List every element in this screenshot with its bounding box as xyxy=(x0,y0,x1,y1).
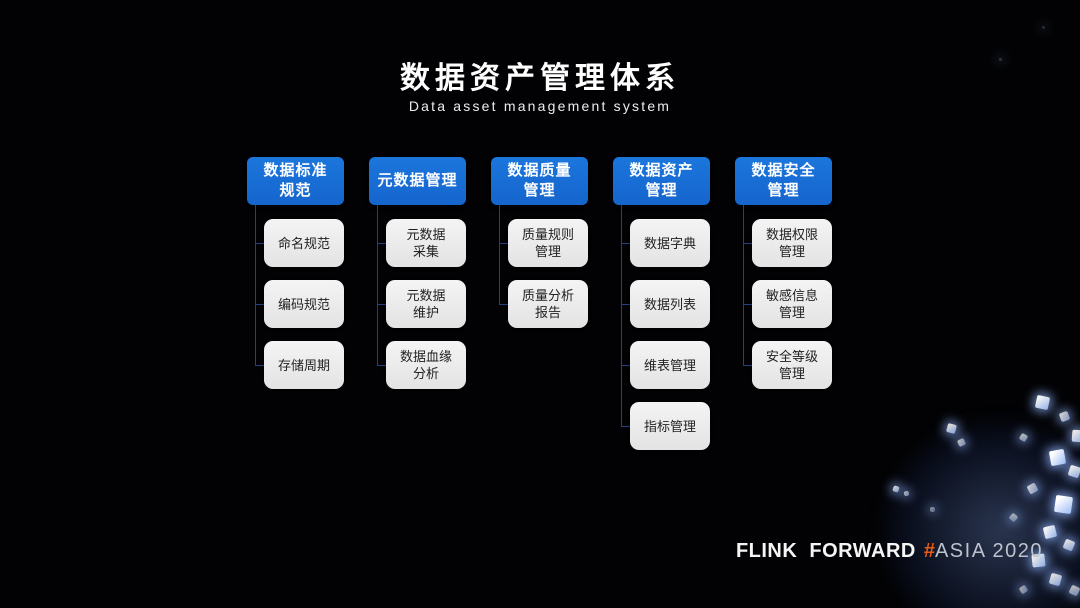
sub-item-box: 安全等级 管理 xyxy=(752,341,832,389)
category-header: 数据安全 管理 xyxy=(735,157,832,205)
connector-stub xyxy=(255,304,264,305)
connector-stub xyxy=(377,243,386,244)
connector-stub xyxy=(255,365,264,366)
sub-item-box: 指标管理 xyxy=(630,402,710,450)
flink-forward-logo: FLINK FORWARD xyxy=(735,540,916,562)
sub-item-box: 数据字典 xyxy=(630,219,710,267)
sub-item-box: 敏感信息 管理 xyxy=(752,280,832,328)
connector-stub xyxy=(743,304,752,305)
category-header: 数据标准 规范 xyxy=(247,157,344,205)
connector-stub xyxy=(743,243,752,244)
category-header: 数据质量 管理 xyxy=(491,157,588,205)
connector-stub xyxy=(621,304,630,305)
sub-item-box: 元数据 维护 xyxy=(386,280,466,328)
footer-brand: FLINK FORWARD #ASIA 2020 xyxy=(736,540,1043,563)
connector-stub xyxy=(743,365,752,366)
connector-vertical xyxy=(743,205,744,365)
sub-item-box: 存储周期 xyxy=(264,341,344,389)
sub-item-box: 编码规范 xyxy=(264,280,344,328)
page-title: 数据资产管理体系 xyxy=(400,62,680,95)
sub-item-box: 命名规范 xyxy=(264,219,344,267)
connector-vertical xyxy=(377,205,378,365)
connector-vertical xyxy=(255,205,256,365)
category-header: 元数据管理 xyxy=(369,157,466,205)
connector-stub xyxy=(621,426,630,427)
sub-item-box: 数据血缘 分析 xyxy=(386,341,466,389)
sub-item-box: 质量规则 管理 xyxy=(508,219,588,267)
connector-vertical xyxy=(621,205,622,426)
connector-stub xyxy=(255,243,264,244)
connector-stub xyxy=(377,365,386,366)
sub-item-box: 元数据 采集 xyxy=(386,219,466,267)
event-name: ASIA 2020 xyxy=(934,540,1043,562)
hashtag-accent: # xyxy=(923,540,935,562)
sub-item-box: 维表管理 xyxy=(630,341,710,389)
connector-stub xyxy=(621,365,630,366)
sub-item-box: 数据列表 xyxy=(630,280,710,328)
sub-item-box: 数据权限 管理 xyxy=(752,219,832,267)
category-header: 数据资产 管理 xyxy=(613,157,710,205)
page-subtitle: Data asset management system xyxy=(408,98,672,114)
connector-stub xyxy=(499,304,508,305)
connector-stub xyxy=(499,243,508,244)
connector-stub xyxy=(621,243,630,244)
connector-vertical xyxy=(499,205,500,304)
sub-item-box: 质量分析 报告 xyxy=(508,280,588,328)
connector-stub xyxy=(377,304,386,305)
